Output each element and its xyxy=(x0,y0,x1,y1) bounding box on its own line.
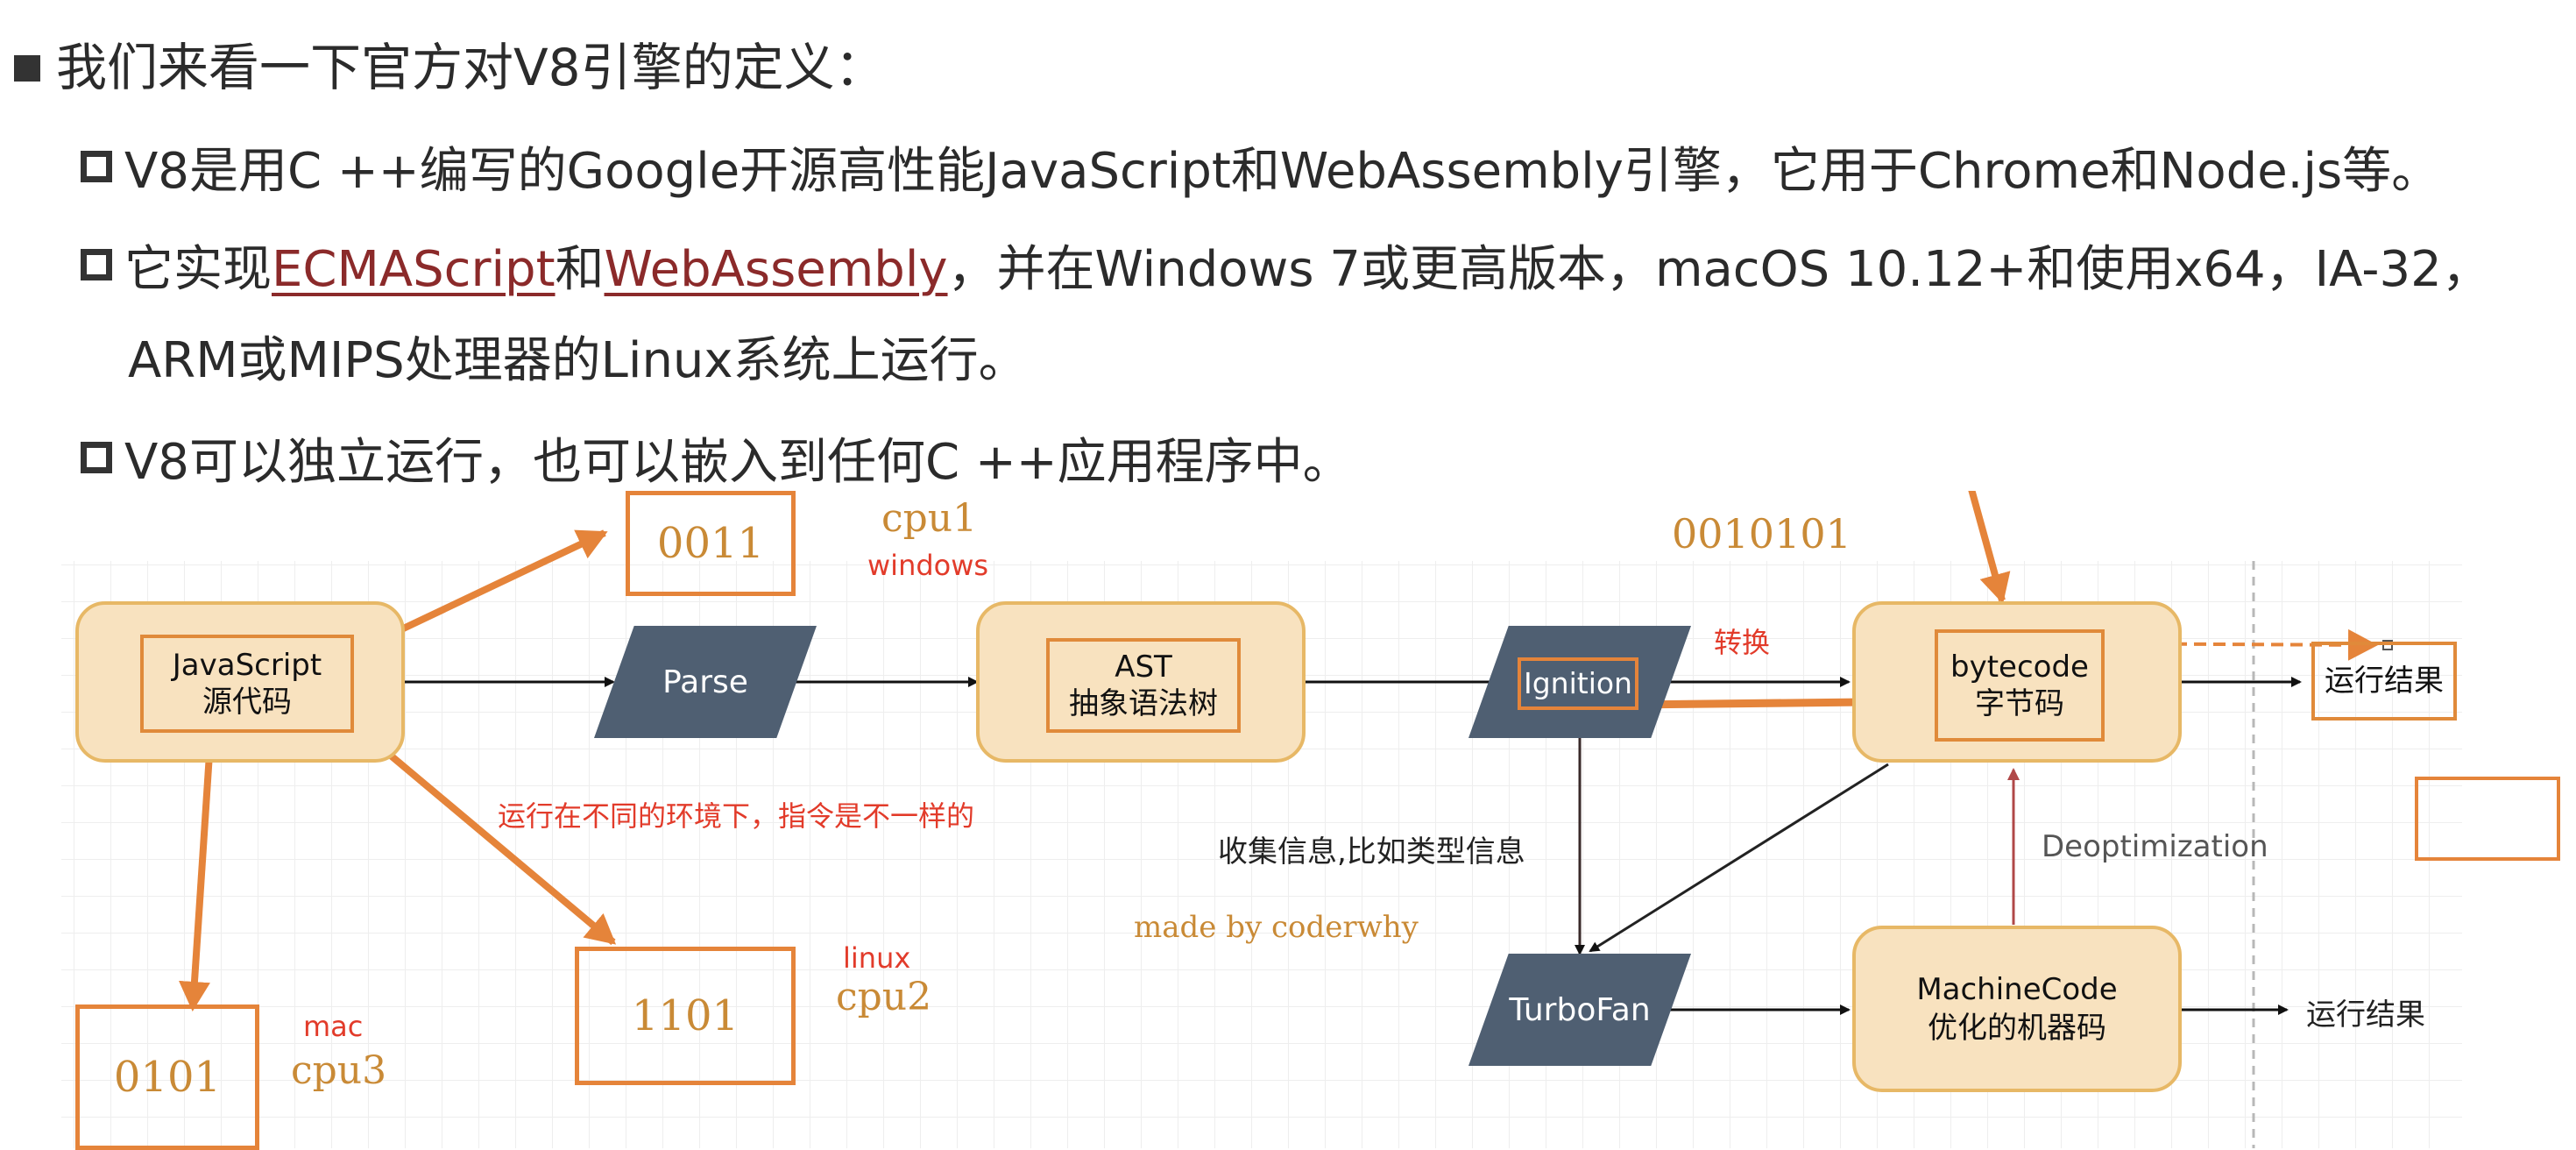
empty-orange-box xyxy=(2415,777,2560,861)
convert-label: 转换 xyxy=(1714,626,1771,659)
ignition-label: Ignition xyxy=(1524,666,1632,700)
parse-node: Parse xyxy=(594,626,817,738)
binary-0101-label: 0101 xyxy=(113,1053,222,1102)
turbofan-node: TurboFan xyxy=(1468,954,1691,1066)
machinecode-node: MachineCode 优化的机器码 xyxy=(1852,926,2182,1092)
bullet-2: 它实现ECMAScript和WebAssembly，并在Windows 7或更高… xyxy=(81,238,2491,302)
bytecode-label: bytecode xyxy=(1950,650,2089,685)
ecmascript-link[interactable]: ECMAScript xyxy=(272,241,556,298)
ignition-node xyxy=(1468,626,1691,738)
cpu3-label: cpu3 xyxy=(291,1048,387,1093)
open-square-bullet-icon xyxy=(81,442,112,473)
cpu2-label: cpu2 xyxy=(836,975,932,1019)
result-top-label: 运行结果 xyxy=(2325,664,2444,699)
binary-0011-box: 0011 xyxy=(626,491,796,596)
ast-node xyxy=(976,601,1306,763)
binary-1101-box: 1101 xyxy=(575,947,796,1085)
open-square-bullet-icon xyxy=(81,249,112,280)
machinecode-label: MachineCode xyxy=(1916,972,2118,1007)
bullet-3-text: V8可以独立运行，也可以嵌入到任何C ++应用程序中。 xyxy=(124,434,1352,491)
javascript-inner-box: JavaScript 源代码 xyxy=(140,635,354,733)
ignition-inner-box: Ignition xyxy=(1518,657,1638,710)
environment-note: 运行在不同的环境下，指令是不一样的 xyxy=(498,799,975,833)
bullet-1: V8是用C ++编写的Google开源高性能JavaScript和WebAsse… xyxy=(81,140,2440,203)
bytecode-inner-box: bytecode 字节码 xyxy=(1935,629,2105,742)
webassembly-link[interactable]: WebAssembly xyxy=(604,241,948,298)
bytecode-subtitle: 字节码 xyxy=(1975,686,2064,721)
linux-label: linux xyxy=(843,941,911,975)
binary-0011-label: 0011 xyxy=(656,519,765,568)
ast-subtitle: 抽象语法树 xyxy=(1069,686,1218,721)
bullet-1-text: V8是用C ++编写的Google开源高性能JavaScript和WebAsse… xyxy=(124,143,2441,200)
binary-1101-label: 1101 xyxy=(631,991,740,1040)
bullet-2-post: ，并在Windows 7或更高版本，macOS 10.12+和使用x64，IA-… xyxy=(947,241,2491,298)
javascript-node xyxy=(75,601,405,763)
javascript-label: JavaScript xyxy=(172,648,322,683)
binary-top-label: 0010101 xyxy=(1672,510,1851,557)
bytecode-node xyxy=(1852,601,2182,763)
cpu1-label: cpu1 xyxy=(881,496,978,541)
parse-label: Parse xyxy=(662,664,748,700)
mac-label: mac xyxy=(303,1010,364,1043)
watermark-label: made by coderwhy xyxy=(1134,910,1419,945)
result-top-box: 运行结果 xyxy=(2311,642,2457,721)
machinecode-subtitle: 优化的机器码 xyxy=(1928,1011,2106,1046)
windows-label: windows xyxy=(867,549,989,582)
bullet-2-pre: 它实现 xyxy=(124,241,272,298)
deoptimization-label: Deoptimization xyxy=(2042,829,2268,864)
collect-info-label: 收集信息,比如类型信息 xyxy=(1218,834,1525,870)
filled-square-bullet-icon xyxy=(14,55,40,82)
turbofan-label: TurboFan xyxy=(1509,991,1651,1028)
heading: 我们来看一下官方对V8引擎的定义： xyxy=(14,35,886,100)
source-code-label: 源代码 xyxy=(202,685,292,720)
bullet-2-mid: 和 xyxy=(555,241,605,298)
bullet-2-line2: ARM或MIPS处理器的Linux系统上运行。 xyxy=(128,332,1028,389)
ast-label: AST xyxy=(1115,650,1172,685)
ast-inner-box: AST 抽象语法树 xyxy=(1046,638,1241,733)
open-square-bullet-icon xyxy=(81,151,112,182)
binary-0101-box: 0101 xyxy=(75,1004,259,1150)
heading-text: 我们来看一下官方对V8引擎的定义： xyxy=(56,38,886,97)
result-bottom-label: 运行结果 xyxy=(2306,997,2425,1033)
bullet-3: V8可以独立运行，也可以嵌入到任何C ++应用程序中。 xyxy=(81,431,1352,494)
v8-pipeline-diagram: JavaScript 源代码 Parse AST 抽象语法树 Ignition … xyxy=(0,491,2576,1150)
